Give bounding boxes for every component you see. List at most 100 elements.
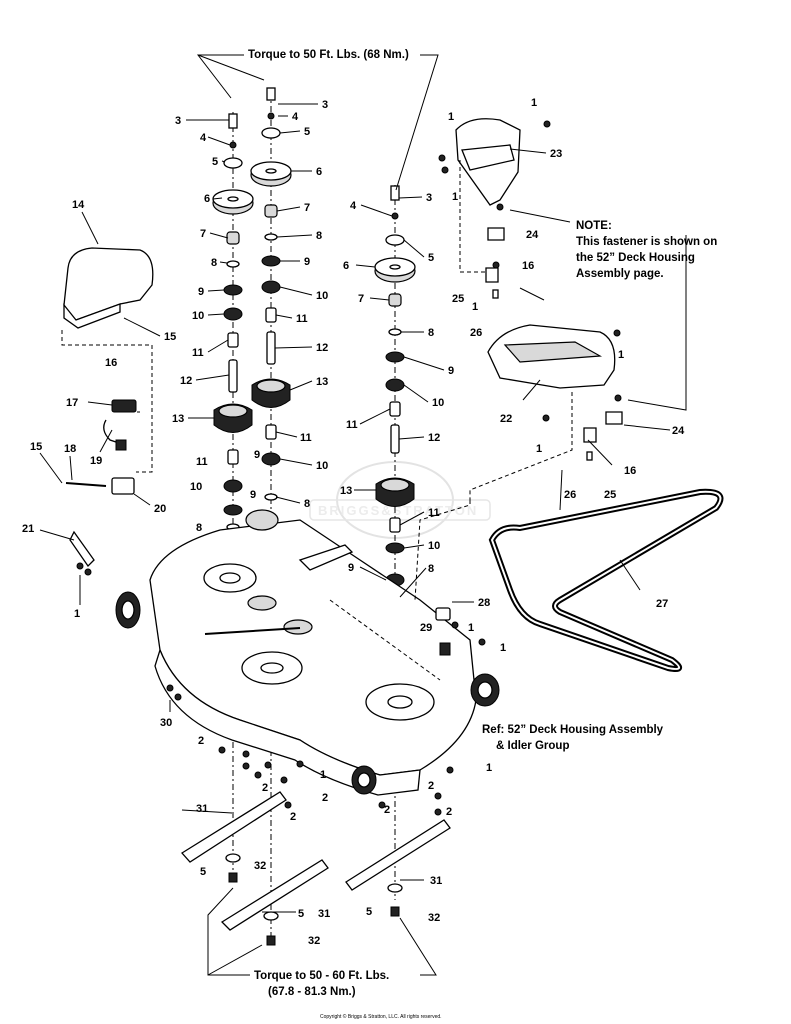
callout-32: 32 <box>254 860 266 872</box>
reference-line-2: & Idler Group <box>496 740 569 752</box>
callout-7: 7 <box>304 202 310 214</box>
callout-32: 32 <box>308 935 320 947</box>
callout-2: 2 <box>262 782 268 794</box>
notes: Torque to 50 Ft. Lbs. (68 Nm.) NOTE: Thi… <box>248 49 717 1020</box>
callout-3: 3 <box>426 192 432 204</box>
note-line-1: This fastener is shown on <box>576 236 717 248</box>
torque-note-top: Torque to 50 Ft. Lbs. (68 Nm.) <box>248 49 409 61</box>
callout-1: 1 <box>531 97 537 109</box>
callout-11: 11 <box>192 347 204 359</box>
callout-31: 31 <box>430 875 442 887</box>
callout-labels: 3 4 5 6 7 8 9 10 11 12 13 11 9 10 9 8 3 … <box>22 97 685 947</box>
callout-13: 13 <box>340 485 352 497</box>
callout-10: 10 <box>316 290 328 302</box>
callout-9: 9 <box>304 256 310 268</box>
callout-6: 6 <box>316 166 322 178</box>
callout-1: 1 <box>536 443 542 455</box>
callout-4: 4 <box>292 111 299 123</box>
callout-1: 1 <box>320 769 326 781</box>
callout-1: 1 <box>74 608 80 620</box>
right-upper-cover-assembly <box>438 118 551 299</box>
deck-hardware <box>166 684 454 816</box>
callout-5: 5 <box>200 866 206 878</box>
callout-5: 5 <box>366 906 372 918</box>
callout-23: 23 <box>550 148 562 160</box>
spindle-left-stack <box>212 113 254 531</box>
callout-25: 25 <box>604 489 616 501</box>
callout-1: 1 <box>500 642 506 654</box>
callout-1: 1 <box>472 301 478 313</box>
callout-2: 2 <box>384 804 390 816</box>
callout-10: 10 <box>316 460 328 472</box>
callout-11: 11 <box>346 419 358 431</box>
callout-12: 12 <box>428 432 440 444</box>
callout-29: 29 <box>420 622 432 634</box>
callout-27: 27 <box>656 598 668 610</box>
callout-8: 8 <box>428 327 434 339</box>
callout-13: 13 <box>172 413 184 425</box>
callout-24: 24 <box>526 229 539 241</box>
right-lower-cover-assembly <box>469 324 623 500</box>
callout-11: 11 <box>428 507 440 519</box>
deck-housing <box>115 500 500 796</box>
callout-2: 2 <box>428 780 434 792</box>
callout-26: 26 <box>564 489 576 501</box>
callout-28: 28 <box>478 597 490 609</box>
callout-8: 8 <box>428 563 434 575</box>
callout-21: 21 <box>22 523 34 535</box>
callout-2: 2 <box>198 735 204 747</box>
callout-10: 10 <box>428 540 440 552</box>
spindle-right-stack <box>374 185 416 601</box>
callout-14: 14 <box>72 199 85 211</box>
note-line-2: the 52” Deck Housing <box>576 252 695 264</box>
callout-20: 20 <box>154 503 166 515</box>
callout-12: 12 <box>180 375 192 387</box>
callout-2: 2 <box>322 792 328 804</box>
reference-line-1: Ref: 52” Deck Housing Assembly <box>482 724 664 736</box>
callout-10: 10 <box>190 481 202 493</box>
callout-1: 1 <box>618 349 624 361</box>
callout-9: 9 <box>254 449 260 461</box>
torque-arrows <box>196 54 687 976</box>
callout-5: 5 <box>304 126 310 138</box>
callout-30: 30 <box>160 717 172 729</box>
callout-16: 16 <box>522 260 534 272</box>
callout-8: 8 <box>196 522 202 534</box>
callout-17: 17 <box>66 397 78 409</box>
callout-7: 7 <box>200 228 206 240</box>
callout-5: 5 <box>212 156 218 168</box>
torque-note-bottom-1: Torque to 50 - 60 Ft. Lbs. <box>254 970 389 982</box>
copyright-notice: Copyright © Briggs & Stratton, LLC. All … <box>320 1013 442 1020</box>
bracket-21 <box>69 530 95 576</box>
callout-3: 3 <box>175 115 181 127</box>
callout-11: 11 <box>296 313 308 325</box>
callout-6: 6 <box>343 260 349 272</box>
callout-18: 18 <box>64 443 76 455</box>
callout-11: 11 <box>300 432 312 444</box>
callout-9: 9 <box>448 365 454 377</box>
callout-13: 13 <box>316 376 328 388</box>
watermark-text: BRIGGS&STRATTON <box>318 503 478 518</box>
callout-26: 26 <box>470 327 482 339</box>
callout-9: 9 <box>348 562 354 574</box>
callout-8: 8 <box>316 230 322 242</box>
callout-7: 7 <box>358 293 364 305</box>
blades <box>181 791 451 946</box>
left-belt-cover-assembly <box>61 247 154 495</box>
callout-1: 1 <box>486 762 492 774</box>
callout-15: 15 <box>30 441 42 453</box>
torque-note-bottom-2: (67.8 - 81.3 Nm.) <box>268 986 356 998</box>
callout-16: 16 <box>105 357 117 369</box>
callout-5: 5 <box>428 252 434 264</box>
callout-10: 10 <box>192 310 204 322</box>
callout-1: 1 <box>468 622 474 634</box>
callout-19: 19 <box>90 455 102 467</box>
callout-8: 8 <box>211 257 217 269</box>
callout-15: 15 <box>164 331 176 343</box>
callout-31: 31 <box>318 908 330 920</box>
callout-2: 2 <box>446 806 452 818</box>
drive-belt-27 <box>488 488 724 672</box>
callout-16: 16 <box>624 465 636 477</box>
callout-31: 31 <box>196 803 208 815</box>
